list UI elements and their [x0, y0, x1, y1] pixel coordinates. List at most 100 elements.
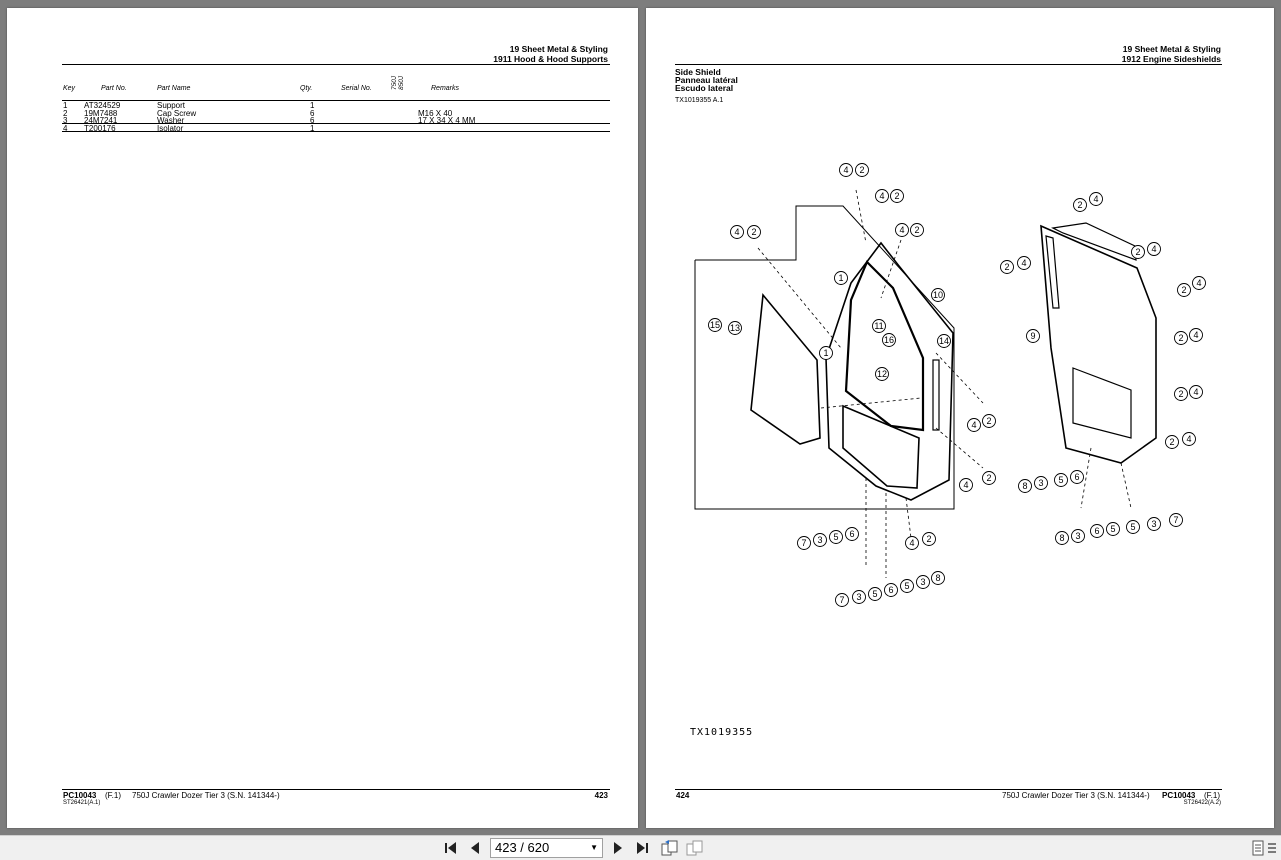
svg-text:4: 4	[1151, 244, 1156, 254]
row1-key: 1	[63, 101, 68, 110]
svg-text:2: 2	[986, 416, 991, 426]
figure-title-es: Escudo lateral	[675, 83, 734, 93]
row4-part-name: Isolator	[157, 124, 184, 133]
page-number-value: 423 / 620	[495, 840, 550, 855]
footer-rev: (F.1)	[1204, 791, 1220, 800]
row1-qty: 1	[310, 101, 315, 110]
single-page-view-button[interactable]	[685, 838, 705, 858]
menu-button[interactable]	[1265, 838, 1279, 858]
row2-part-name: Cap Screw	[157, 109, 197, 118]
group-title: 1911 Hood & Hood Supports	[493, 54, 608, 64]
svg-text:2: 2	[751, 227, 756, 237]
footer-rule	[675, 789, 1222, 790]
page-number-select[interactable]: 423 / 620 ▼	[490, 838, 603, 858]
footer-code: PC10043	[1162, 791, 1196, 800]
svg-text:7: 7	[839, 595, 844, 605]
table-head-rule	[62, 100, 610, 101]
svg-text:14: 14	[939, 336, 949, 346]
first-page-icon	[445, 842, 456, 854]
svg-text:2: 2	[894, 191, 899, 201]
row3-part-no[interactable]: 24M7241	[84, 116, 118, 125]
header-rule	[675, 64, 1222, 65]
svg-text:11: 11	[874, 321, 883, 331]
svg-text:4: 4	[909, 538, 914, 548]
svg-text:2: 2	[859, 165, 864, 175]
svg-text:5: 5	[833, 532, 838, 542]
figure-title-en: Side Shield	[675, 67, 721, 77]
footer-code: PC10043	[63, 791, 97, 800]
table-end-rule	[62, 131, 610, 132]
first-page-button[interactable]	[441, 838, 461, 858]
prev-page-button[interactable]	[465, 838, 485, 858]
svg-text:16: 16	[884, 335, 894, 345]
svg-text:3: 3	[856, 592, 861, 602]
svg-text:4: 4	[963, 480, 968, 490]
col-qty: Qty.	[300, 85, 313, 92]
svg-text:2: 2	[926, 534, 931, 544]
col-serial: Serial No.	[341, 85, 372, 92]
svg-text:4: 4	[1193, 387, 1198, 397]
next-page-icon	[614, 842, 622, 854]
row2-part-no[interactable]: 19M7488	[84, 109, 118, 118]
row3-qty: 6	[310, 116, 315, 125]
row4-qty: 1	[310, 124, 315, 133]
svg-text:10: 10	[933, 290, 943, 300]
svg-text:4: 4	[843, 165, 848, 175]
two-page-view-button[interactable]	[660, 838, 680, 858]
section-title: 19 Sheet Metal & Styling	[1122, 44, 1221, 54]
svg-text:1: 1	[823, 348, 828, 358]
document-properties-button[interactable]	[1248, 838, 1268, 858]
svg-text:4: 4	[899, 225, 904, 235]
svg-text:3: 3	[920, 577, 925, 587]
svg-text:5: 5	[904, 581, 909, 591]
svg-text:7: 7	[801, 538, 806, 548]
svg-text:2: 2	[1077, 200, 1082, 210]
prev-page-icon	[471, 842, 479, 854]
last-page-icon	[637, 842, 648, 854]
svg-text:6: 6	[1094, 526, 1099, 536]
svg-text:5: 5	[1058, 475, 1063, 485]
svg-text:4: 4	[734, 227, 739, 237]
svg-text:4: 4	[971, 420, 976, 430]
row4-key: 4	[63, 124, 68, 133]
page-423: 19 Sheet Metal & Styling 1911 Hood & Hoo…	[7, 8, 638, 828]
svg-text:13: 13	[730, 323, 740, 333]
svg-text:15: 15	[710, 320, 720, 330]
document-viewer[interactable]: 19 Sheet Metal & Styling 1911 Hood & Hoo…	[0, 0, 1281, 835]
footer-rule	[62, 789, 610, 790]
svg-text:8: 8	[1022, 481, 1027, 491]
row3-part-name: Washer	[157, 116, 185, 125]
row4-part-no[interactable]: T200176	[84, 124, 116, 133]
svg-text:4: 4	[1093, 194, 1098, 204]
row1-part-name: Support	[157, 101, 186, 110]
footer-title: 750J Crawler Dozer Tier 3 (S.N. 141344-)	[1002, 791, 1150, 800]
svg-text:3: 3	[1038, 478, 1043, 488]
col-model-a: 750J	[391, 75, 398, 90]
svg-text:4: 4	[1196, 278, 1201, 288]
row1-part-no[interactable]: AT324529	[84, 101, 121, 110]
section-title: 19 Sheet Metal & Styling	[509, 44, 608, 54]
page-424: 19 Sheet Metal & Styling 1912 Engine Sid…	[646, 8, 1274, 828]
svg-text:2: 2	[1135, 247, 1140, 257]
figure-code: TX1019355 A.1	[675, 97, 724, 104]
svg-text:2: 2	[986, 473, 991, 483]
row2-qty: 6	[310, 109, 315, 118]
svg-text:2: 2	[1178, 389, 1183, 399]
row3-key: 3	[63, 116, 68, 125]
col-part-no: Part No.	[101, 85, 127, 92]
svg-text:6: 6	[888, 585, 893, 595]
header-rule	[62, 64, 610, 65]
group-title: 1912 Engine Sideshields	[1121, 54, 1221, 64]
next-page-button[interactable]	[608, 838, 628, 858]
svg-text:3: 3	[1075, 531, 1080, 541]
svg-text:2: 2	[914, 225, 919, 235]
footer-page-number: 424	[676, 791, 690, 800]
svg-text:2: 2	[1178, 333, 1183, 343]
menu-icon	[1268, 843, 1276, 853]
last-page-button[interactable]	[632, 838, 652, 858]
svg-text:4: 4	[1186, 434, 1191, 444]
figure-title-fr: Panneau latéral	[675, 75, 738, 85]
col-key: Key	[63, 85, 76, 92]
row2-key: 2	[63, 109, 68, 118]
svg-text:5: 5	[872, 589, 877, 599]
